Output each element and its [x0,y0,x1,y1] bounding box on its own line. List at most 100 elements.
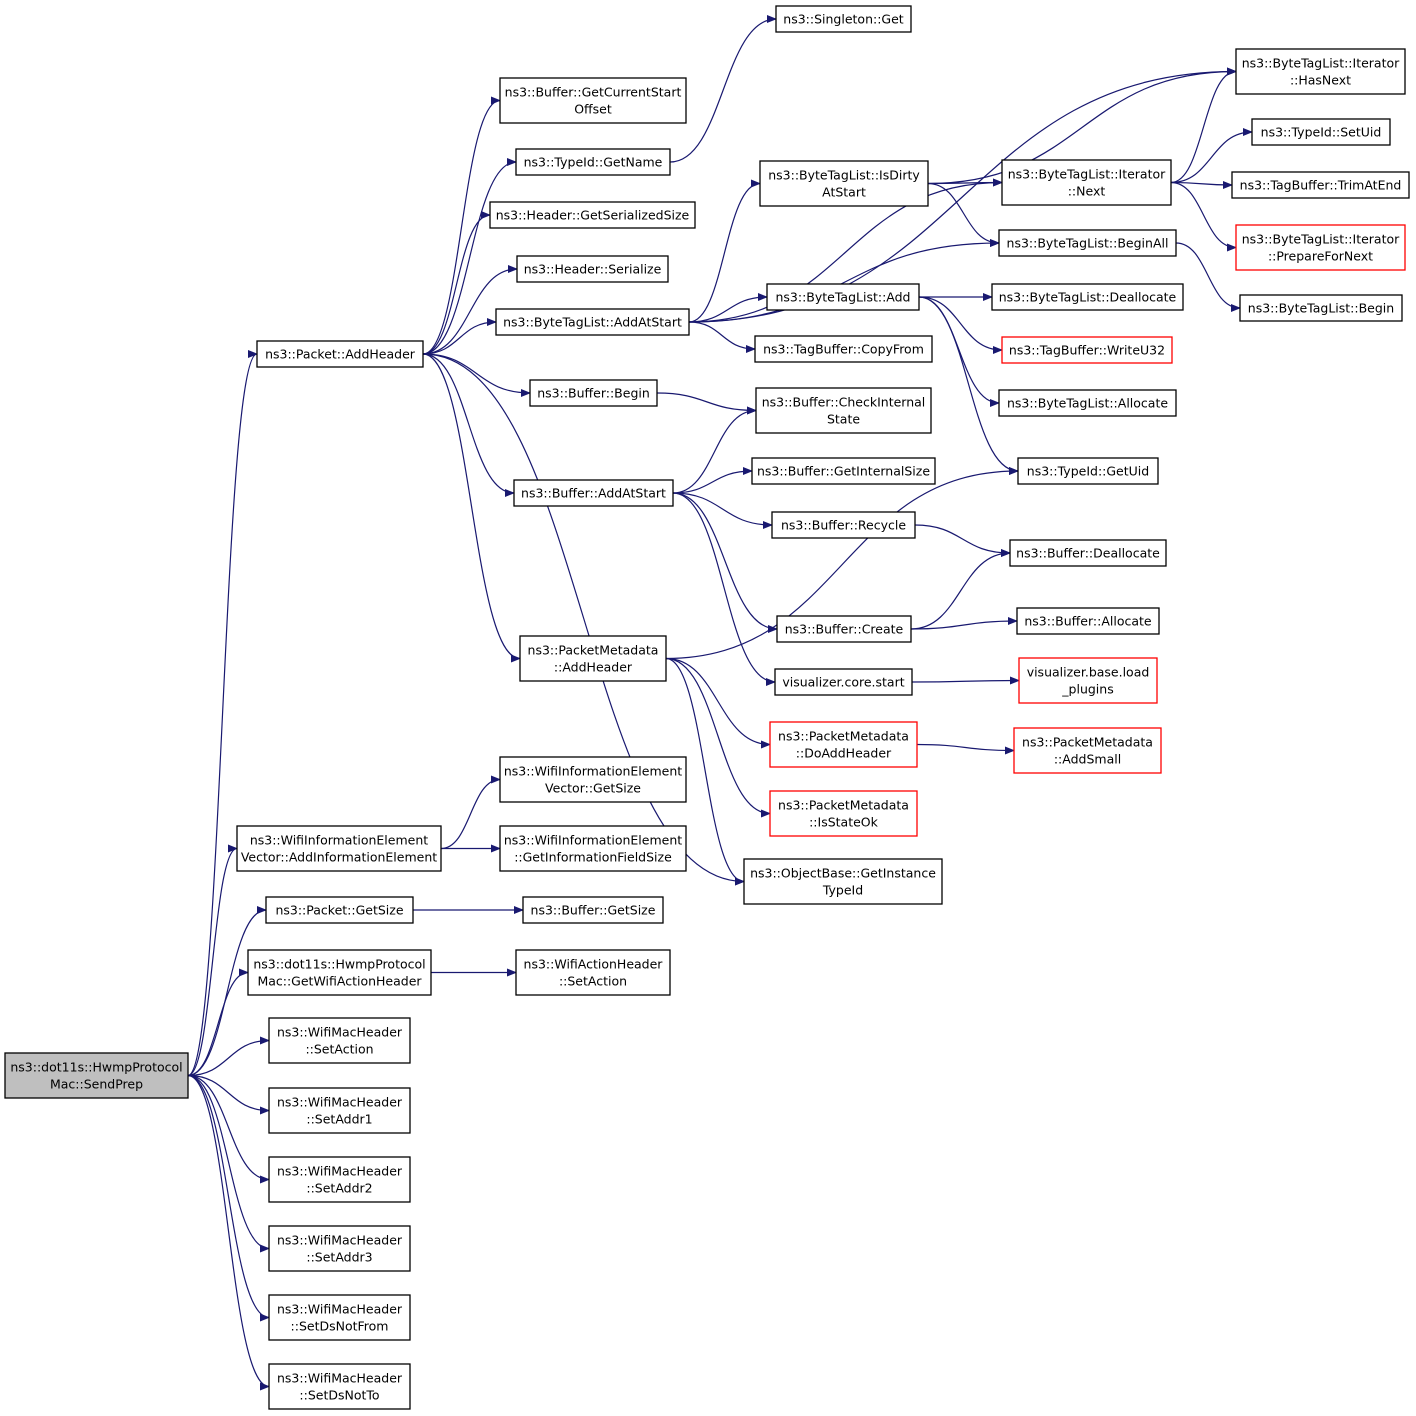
node-buf-begin[interactable]: ns3::Buffer::Begin [529,379,658,407]
node-buf-getsize[interactable]: ns3::Buffer::GetSize [522,896,664,924]
node-box [268,1017,411,1064]
edge [1170,67,1237,184]
node-wie-getinfofieldsize[interactable]: ns3::WifiInformationElement::GetInformat… [499,825,687,872]
node-pm-addheader[interactable]: ns3::PacketMetadata::AddHeader [519,635,667,682]
edge-buf-addatstart-to-vis-core-start [672,492,776,686]
edge [187,350,258,1077]
node-btl-begin[interactable]: ns3::ByteTagList::Begin [1239,294,1403,322]
node-buf-deallocate[interactable]: ns3::Buffer::Deallocate [1009,539,1167,567]
node-buf-getinternalsize[interactable]: ns3::Buffer::GetInternalSize [751,457,936,485]
node-typeid-setuid[interactable]: ns3::TypeId::SetUid [1251,118,1391,146]
node-mac-setaction[interactable]: ns3::WifiMacHeader::SetAction [268,1017,411,1064]
node-btl-add[interactable]: ns3::ByteTagList::Add [766,283,920,311]
node-label: visualizer.core.start [782,675,904,690]
node-pm-isstateok[interactable]: ns3::PacketMetadata::IsStateOk [769,790,918,837]
edge-buf-create-to-buf-deallocate [910,549,1011,630]
node-pm-doaddheader[interactable]: ns3::PacketMetadata::DoAddHeader [769,721,918,768]
edge-root-to-hwmp-getwifiactionheader [187,968,249,1077]
node-pkt-addheader[interactable]: ns3::Packet::AddHeader [256,340,424,368]
node-mac-setdsnotfrom[interactable]: ns3::WifiMacHeader::SetDsNotFrom [268,1294,411,1341]
node-singleton-get[interactable]: ns3::Singleton::Get [775,5,912,33]
node-label: ns3::WifiMacHeader [277,1233,403,1248]
node-box [998,389,1177,417]
node-label: ns3::Buffer::Deallocate [1016,546,1160,561]
node-btl-it-hasnext[interactable]: ns3::ByteTagList::Iterator::HasNext [1235,48,1406,95]
node-buf-create[interactable]: ns3::Buffer::Create [776,615,912,643]
node-label: ns3::ByteTagList::Iterator [1242,56,1400,71]
node-header-getserializedsize[interactable]: ns3::Header::GetSerializedSize [489,201,696,229]
node-box [265,896,414,924]
node-label: ::SetAddr2 [306,1181,372,1196]
node-box [268,1294,411,1341]
node-btl-addatstart[interactable]: ns3::ByteTagList::AddAtStart [495,308,690,336]
edge-root-to-mac-setaddr1 [187,1074,270,1115]
node-wie-vec-getsize[interactable]: ns3::WifiInformationElementVector::GetSi… [499,756,687,803]
node-label: ns3::WifiMacHeader [277,1164,403,1179]
node-vis-core-start[interactable]: visualizer.core.start [774,668,913,696]
node-buf-addatstart[interactable]: ns3::Buffer::AddAtStart [513,479,674,507]
edge [927,178,1003,187]
edge [665,657,745,886]
node-pm-addsmall[interactable]: ns3::PacketMetadata::AddSmall [1013,727,1162,774]
node-label: ns3::TagBuffer::CopyFrom [763,342,924,357]
edge-btl-it-next-to-typeid-setuid [1170,128,1253,184]
node-wifi-vec-addie[interactable]: ns3::WifiInformationElementVector::AddIn… [236,825,442,872]
node-box [769,721,918,768]
node-vis-base-loadplugins[interactable]: visualizer.base.load_plugins [1018,657,1158,704]
node-btl-allocate[interactable]: ns3::ByteTagList::Allocate [998,389,1177,417]
node-box [754,335,933,363]
edge [1170,180,1233,189]
node-hwmp-getwifiactionheader[interactable]: ns3::dot11s::HwmpProtocolMac::GetWifiAct… [247,949,432,996]
node-label: Vector::GetSize [545,781,641,796]
node-btl-it-preparefornext[interactable]: ns3::ByteTagList::Iterator::PrepareForNe… [1235,224,1406,271]
node-label: ns3::Buffer::CheckInternal [762,395,926,410]
edge-pm-addheader-to-pm-isstateok [665,657,771,818]
edge [688,239,1000,323]
node-btl-beginall[interactable]: ns3::ByteTagList::BeginAll [998,229,1177,257]
edge [927,67,1237,185]
node-tagbuf-copyfrom[interactable]: ns3::TagBuffer::CopyFrom [754,335,933,363]
edge-root-to-mac-setdsnotto [187,1074,270,1391]
node-box [495,308,690,336]
node-label: Offset [574,102,612,117]
node-mac-setaddr3[interactable]: ns3::WifiMacHeader::SetAddr3 [268,1225,411,1272]
node-buf-recycle[interactable]: ns3::Buffer::Recycle [771,511,916,539]
node-typeid-getuid[interactable]: ns3::TypeId::GetUid [1017,457,1159,485]
node-mac-setaddr2[interactable]: ns3::WifiMacHeader::SetAddr2 [268,1156,411,1203]
node-btl-it-next[interactable]: ns3::ByteTagList::Iterator::Next [1001,159,1172,206]
edge-pm-addheader-to-objbase-getinstancetypeid [665,657,745,886]
node-label: visualizer.base.load [1027,665,1150,680]
node-box [1016,607,1160,635]
node-tagbuf-trimatend[interactable]: ns3::TagBuffer::TrimAtEnd [1231,171,1410,199]
node-tagbuf-writeu32[interactable]: ns3::TagBuffer::WriteU32 [1001,336,1173,364]
node-wah-setaction[interactable]: ns3::WifiActionHeader::SetAction [515,949,671,996]
node-buf-allocate[interactable]: ns3::Buffer::Allocate [1016,607,1160,635]
edge [187,1074,270,1184]
node-label: ns3::Buffer::Allocate [1024,614,1152,629]
edge-pkt-addheader-to-buf-begin [422,353,531,397]
node-label: ns3::TagBuffer::WriteU32 [1009,343,1165,358]
edge-btl-isdirtyatstart-to-btl-it-hasnext [927,67,1237,185]
node-box [519,635,667,682]
node-header-serialize[interactable]: ns3::Header::Serialize [516,255,669,283]
edges-layer [187,15,1253,1391]
node-box [998,229,1177,257]
node-label: ::PrepareForNext [1268,249,1373,264]
node-label: ns3::ByteTagList::IsDirty [768,168,920,183]
edge-buf-recycle-to-buf-deallocate [914,524,1011,557]
node-box [4,1052,189,1099]
node-mac-setdsnotto[interactable]: ns3::WifiMacHeader::SetDsNotTo [268,1363,411,1410]
node-label: ns3::PacketMetadata [1022,735,1153,750]
node-label: ns3::Buffer::Create [785,622,904,637]
node-label: ns3::Packet::AddHeader [265,347,416,362]
node-btl-deallocate[interactable]: ns3::ByteTagList::Deallocate [991,283,1184,311]
node-pkt-getsize[interactable]: ns3::Packet::GetSize [265,896,414,924]
edge [672,406,757,494]
node-mac-setaddr1[interactable]: ns3::WifiMacHeader::SetAddr1 [268,1087,411,1134]
node-typeid-getname[interactable]: ns3::TypeId::GetName [515,148,671,176]
